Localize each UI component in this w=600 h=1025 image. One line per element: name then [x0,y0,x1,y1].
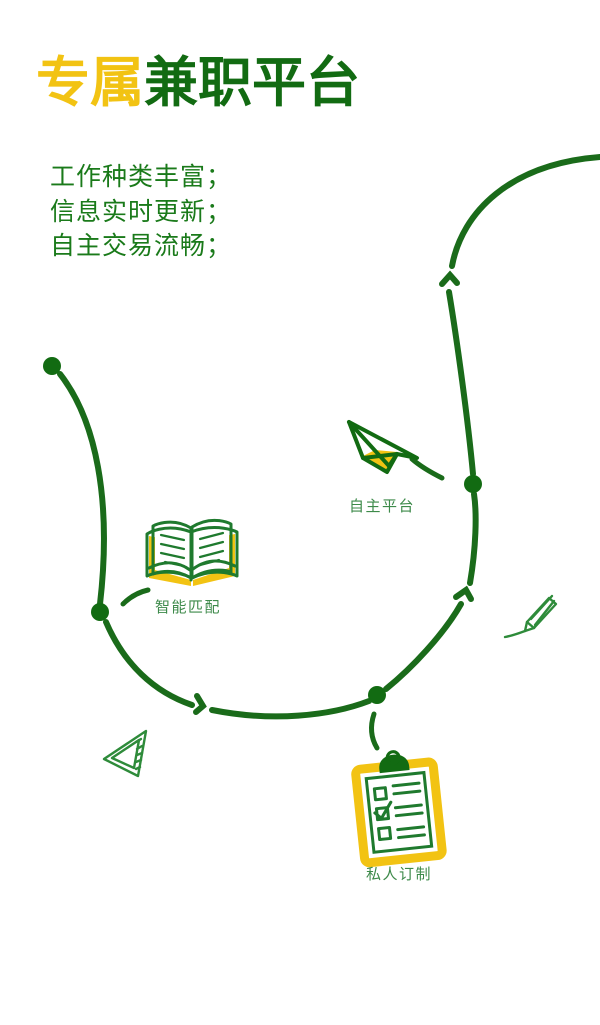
node-dot-platform [464,475,482,493]
path-notch-upper-right [439,270,460,287]
path-notch-mid-right [453,585,474,602]
node-dot-match [91,603,109,621]
journey-path [57,154,600,720]
node-label-custom: 私人订制 [366,865,433,883]
connector-to-clipboard [369,711,380,751]
path-segment-custom-to-notch [383,601,464,692]
node-dot-custom [368,686,386,704]
subtitle-line: 工作种类丰富； [50,162,233,191]
clipboard-clip [379,750,410,774]
node-label-platform: 自主平台 [349,497,416,515]
path-segment-match-to-gap [103,619,195,708]
triangle-ruler-icon [102,729,148,778]
path-segment-topnotch-to-edge [449,154,600,269]
path-segment-gap-to-custom [209,698,372,720]
path-notch-bottom-left [193,693,207,715]
subtitle-line: 信息实时更新； [50,196,233,226]
node-label-match: 智能匹配 [155,598,222,616]
clipboard-icon [351,750,447,868]
subtitle-list: 工作种类丰富； 信息实时更新； 自主交易流畅； [50,160,232,264]
page-title: 专属兼职平台 [36,56,360,110]
pencil-icon [503,594,558,639]
path-segment-platform-to-topnotch [446,289,476,477]
connector-to-book [120,587,151,607]
path-segment-notch-to-platform [467,491,479,586]
page-title-main: 兼职平台 [144,51,360,114]
paper-plane-icon [347,420,419,474]
subtitle-line: 自主交易流畅； [50,231,233,260]
node-dot-start [43,357,61,375]
connector-to-plane [409,456,445,481]
connector-dashes [120,456,445,751]
page-title-accent: 专属 [36,51,144,114]
open-book-icon [145,518,239,586]
journey-nodes [43,357,482,704]
path-segment-start-to-match [57,371,107,607]
